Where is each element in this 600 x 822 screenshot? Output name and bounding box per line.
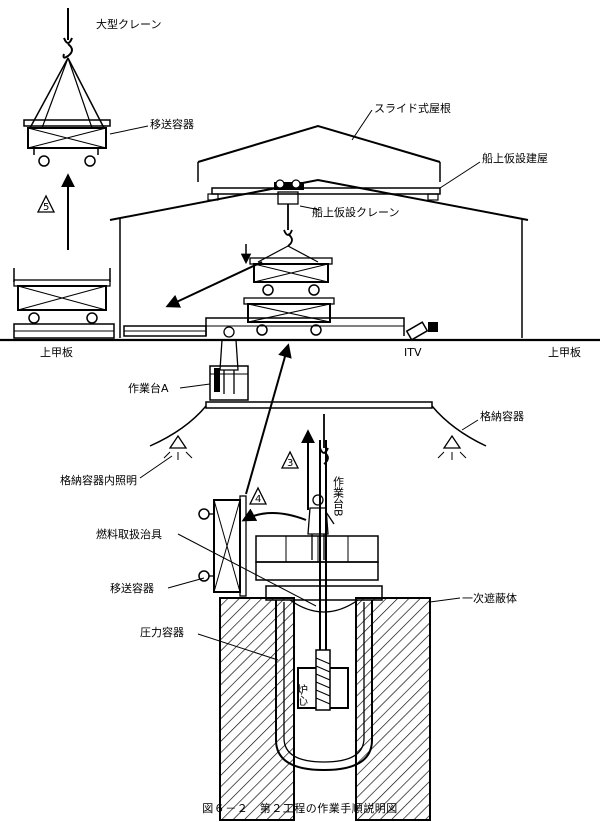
pressure-vessel [197,585,383,772]
work-platform-b-label: 作業台B [332,476,345,517]
hanging-transfer-container [240,244,333,296]
work-platform-b [255,535,379,581]
step-4-arrow [241,486,307,522]
fuel-removal-tool [177,440,327,680]
deck-track [123,317,405,337]
work-platform-b-label-group: 作業台B [332,476,345,517]
onboard-temp-crane-label: 船上仮設クレーン [312,205,399,219]
large-crane [29,8,105,129]
step-5-arrow [36,173,75,250]
fuel-removal-tool-label: 燃料取扱治具 [96,527,162,541]
storage-container-lighting-label: 格納容器内照明 [60,473,137,487]
reactor-core-label: 炉心 [296,684,309,706]
step-5-number: 5 [43,202,49,213]
upper-deck-left-label: 上甲板 [40,345,73,359]
onboard-temp-crane [257,204,321,263]
pressure-vessel-label: 圧力容器 [140,625,184,639]
transfer-container-top-label: 移送容器 [150,117,194,131]
itv-label: ITV [404,346,422,359]
transfer-container-bottom-label: 移送容器 [110,581,154,595]
upper-deck-right-label: 上甲板 [548,345,581,359]
work-platform-a-label: 作業台A [128,381,169,395]
deck-left-container [13,268,115,339]
reactor-core [297,649,349,711]
onboard-temp-building-label: 船上仮設建屋 [482,151,548,165]
figure-caption: 図６－２ 第２工程の作業手順説明図 [202,801,398,815]
step-3-number: 3 [287,458,293,469]
primary-shield-label: 一次遮蔽体 [462,591,517,605]
floor-transfer-container [243,297,335,336]
slide-roof-label: スライド式屋根 [374,101,451,115]
primary-shield [219,597,461,821]
transfer-container-bottom [198,495,247,597]
onboard-temp-building [109,109,529,338]
itv-camera [405,321,438,341]
work-platform-a [209,326,249,401]
large-crane-label: 大型クレーン [96,17,161,31]
step-4-number: 4 [255,494,261,505]
transfer-container-top [23,119,149,167]
storage-container [149,401,487,460]
storage-container-label: 格納容器 [480,409,524,423]
